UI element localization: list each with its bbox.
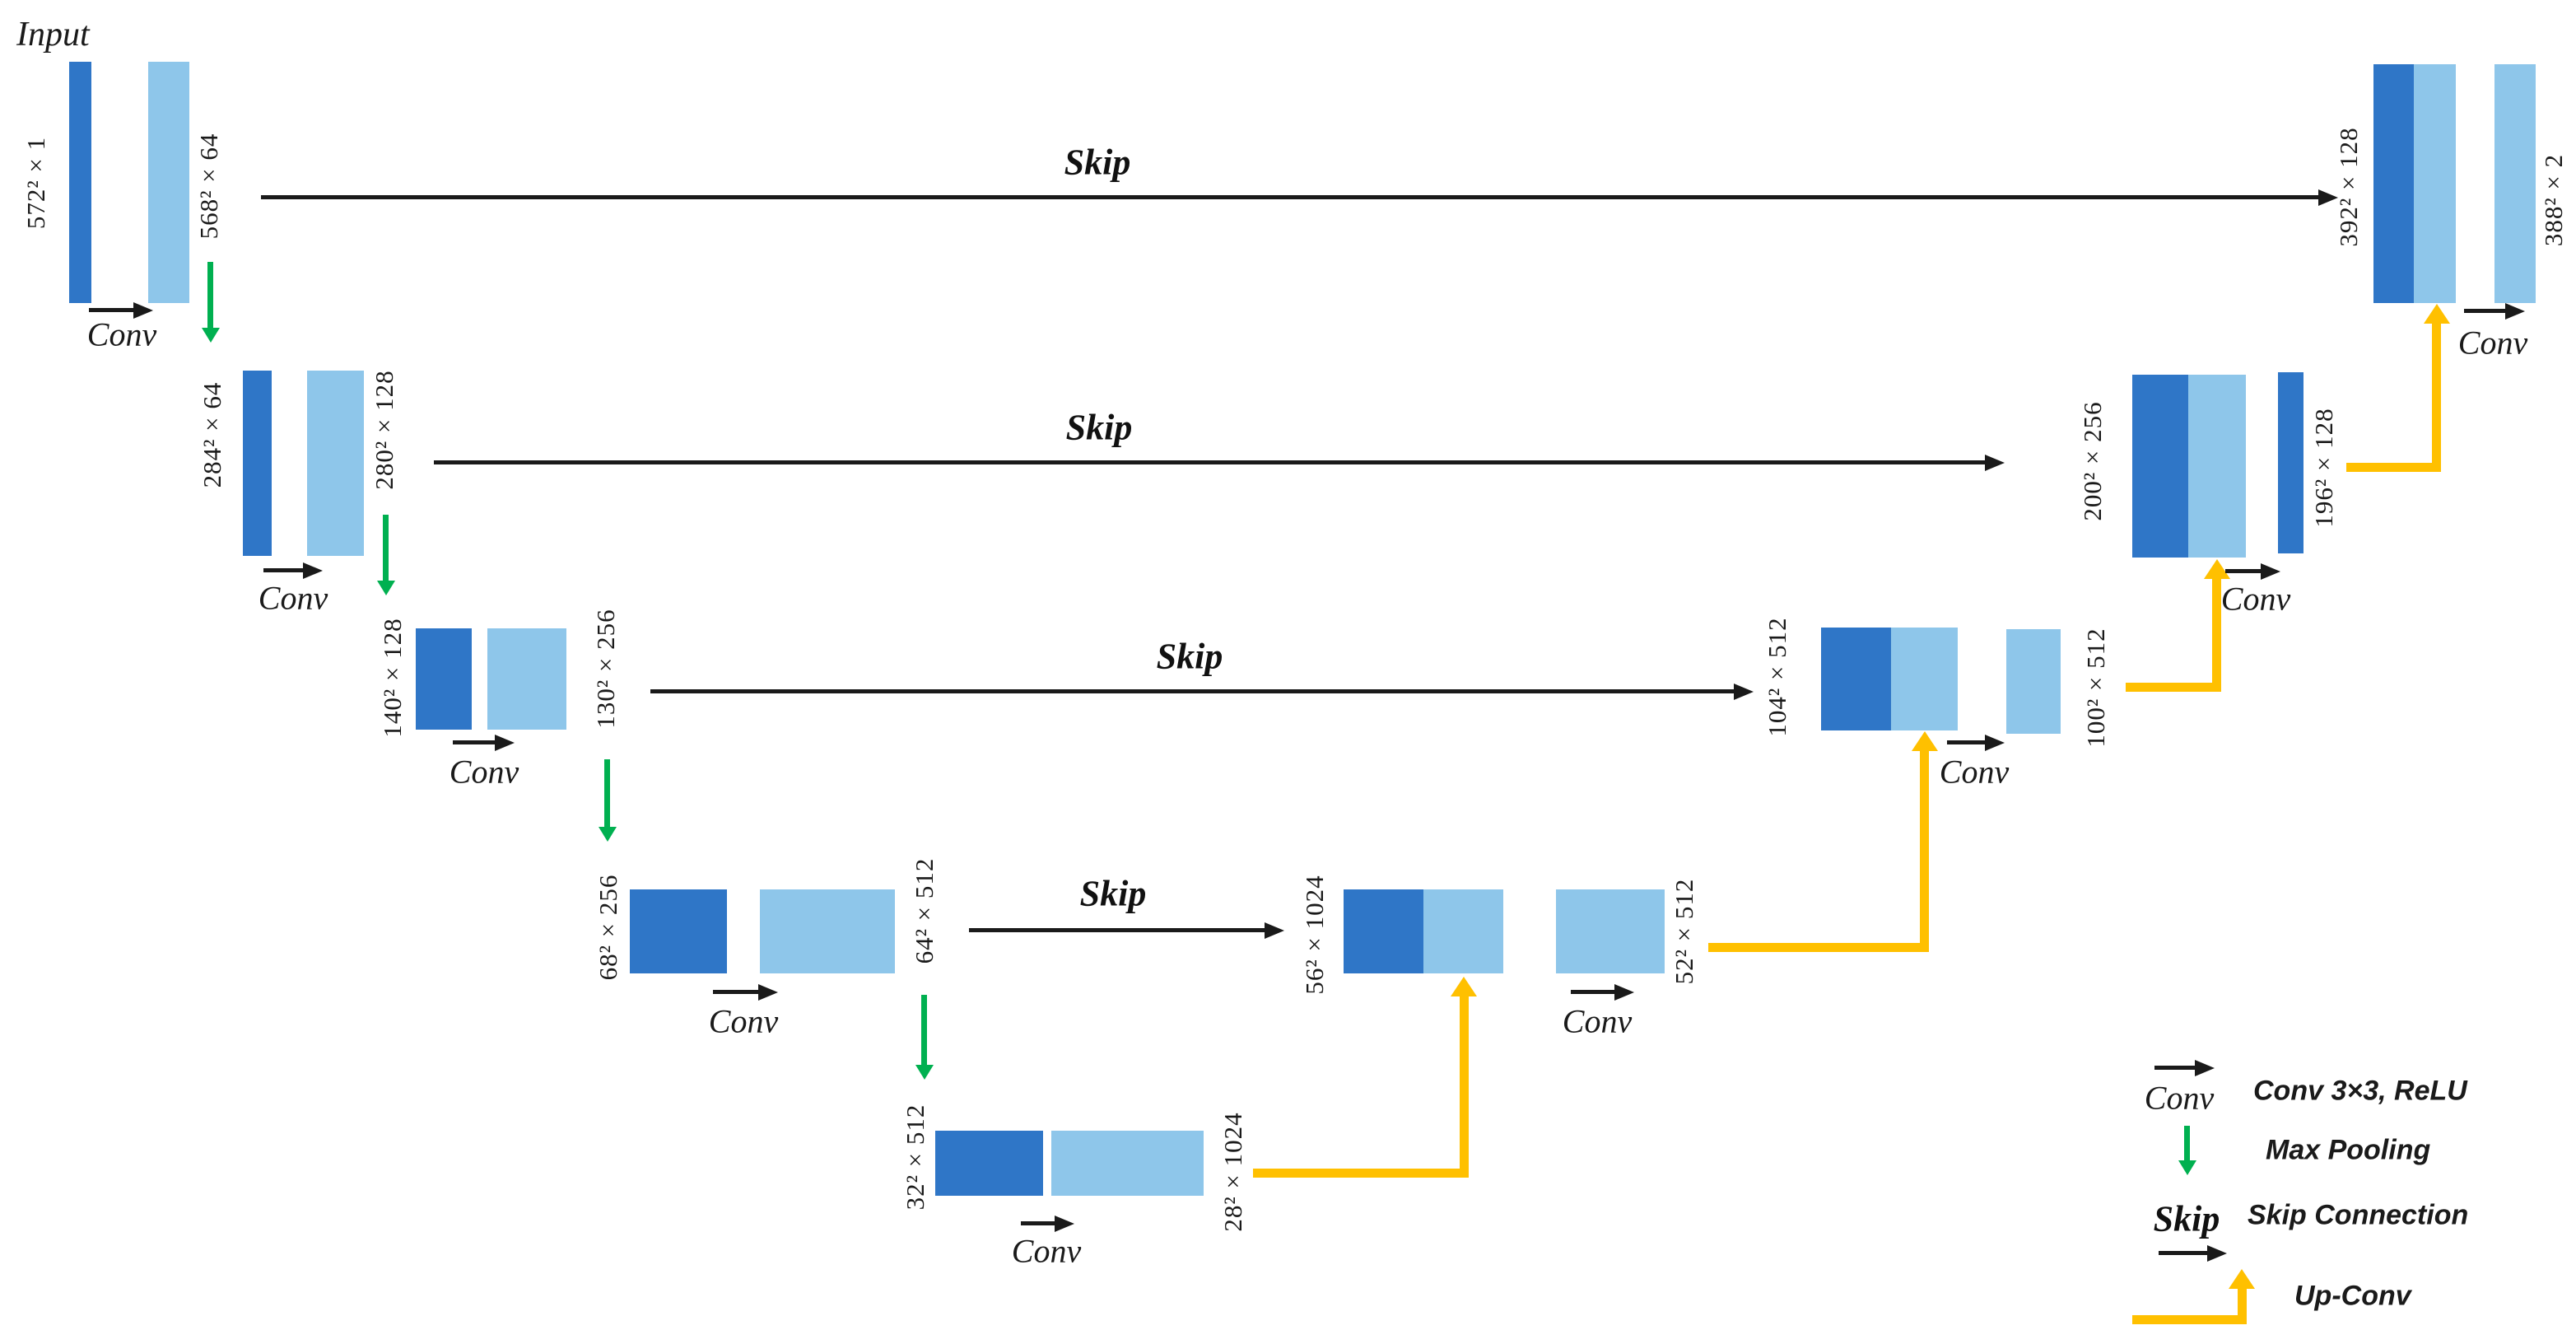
dec1-output-feature-map [2494, 64, 2536, 303]
legend-skip-arrow-icon [2159, 1251, 2207, 1255]
legend-conv-arrow-icon [2154, 1066, 2195, 1070]
enc1-conv-label: Conv [86, 315, 157, 353]
dec2-conv-arrow-icon [2225, 569, 2261, 573]
legend-conv-symbol-label: Conv [2144, 1079, 2215, 1117]
enc1-conv-arrow-icon [89, 308, 133, 312]
upconv2-horizontal-segment [1708, 943, 1929, 952]
enc3-output-feature-map [487, 628, 566, 730]
enc3-input-feature-map [416, 628, 472, 730]
upconv4-horizontal-segment [2346, 463, 2441, 472]
dec1-input-dims-label: 392² × 128 [2334, 127, 2363, 247]
dec3-conv-label: Conv [1939, 753, 2010, 791]
dec2-output-dims-label: 196² × 128 [2309, 408, 2338, 528]
enc2-input-dims-label: 284² × 64 [198, 381, 226, 488]
enc2-conv-arrow-icon [263, 568, 303, 572]
input-title: Input [16, 16, 90, 54]
dec3-output-dims-label: 100² × 512 [2081, 628, 2110, 748]
enc4-output-feature-map [760, 889, 895, 973]
enc2-max-pooling-arrow-icon [383, 515, 389, 581]
dec1-conv-label: Conv [2457, 324, 2528, 362]
dec3-input-dims-label: 104² × 512 [1763, 617, 1791, 737]
upconv3-vertical-segment [2212, 577, 2221, 692]
enc1-max-pooling-arrow-icon [207, 262, 213, 328]
legend-skip-description: Skip Connection [2248, 1199, 2469, 1231]
legend-max-pooling-arrow-icon [2184, 1126, 2190, 1160]
enc4-conv-label: Conv [708, 1002, 779, 1040]
dec4-input-dims-label: 56² × 1024 [1300, 875, 1329, 995]
enc2-conv-label: Conv [258, 579, 328, 617]
dec4-output-feature-map [1556, 889, 1665, 973]
enc3-max-pooling-arrow-icon [604, 759, 610, 827]
enc5-conv-label: Conv [1011, 1232, 1082, 1270]
legend-max-pooling-description: Max Pooling [2266, 1134, 2431, 1166]
skip3-arrow-icon [650, 689, 1734, 693]
enc1-input-feature-map [69, 62, 91, 303]
legend-up-conv-description: Up-Conv [2294, 1280, 2411, 1312]
enc3-conv-arrow-icon [453, 740, 495, 744]
dec4-conv-label: Conv [1562, 1002, 1633, 1040]
dec2-output-feature-map [2278, 372, 2303, 553]
enc4-input-dims-label: 68² × 256 [594, 874, 622, 981]
enc5-input-feature-map [935, 1131, 1043, 1196]
enc3-conv-label: Conv [449, 753, 519, 791]
dec1-concat-skip-feature-map [2373, 64, 2414, 303]
upconv4-arrowhead-icon [2424, 304, 2450, 324]
skip4-label: Skip [1079, 873, 1147, 914]
enc4-input-feature-map [630, 889, 727, 973]
upconv4-vertical-segment [2432, 322, 2441, 472]
enc5-input-dims-label: 32² × 512 [901, 1104, 929, 1211]
dec1-concat-upconv-feature-map [2414, 64, 2456, 303]
enc1-output-dims-label: 568² × 64 [194, 133, 223, 240]
dec3-concat-skip-feature-map [1821, 628, 1891, 730]
legend-up-conv-arrowhead-icon [2229, 1269, 2255, 1289]
dec4-concat-skip-feature-map [1344, 889, 1423, 973]
legend-conv-description: Conv 3×3, ReLU [2253, 1075, 2467, 1107]
enc1-output-feature-map [148, 62, 189, 303]
upconv1-horizontal-segment [1253, 1169, 1469, 1178]
enc4-output-dims-label: 64² × 512 [910, 857, 939, 964]
dec3-conv-arrow-icon [1947, 740, 1985, 744]
dec4-conv-arrow-icon [1571, 990, 1614, 994]
skip3-label: Skip [1156, 636, 1223, 677]
enc4-max-pooling-arrow-icon [921, 995, 927, 1065]
dec2-concat-skip-feature-map [2132, 375, 2188, 558]
upconv2-vertical-segment [1920, 749, 1929, 952]
skip1-arrow-icon [261, 195, 2318, 199]
dec3-output-feature-map [2006, 629, 2061, 734]
upconv2-arrowhead-icon [1912, 731, 1938, 751]
dec2-conv-label: Conv [2220, 580, 2291, 618]
skip4-arrow-icon [969, 928, 1265, 932]
upconv1-vertical-segment [1460, 996, 1469, 1178]
enc4-conv-arrow-icon [713, 990, 758, 994]
dec2-concat-upconv-feature-map [2188, 375, 2246, 558]
dec4-output-dims-label: 52² × 512 [1670, 878, 1698, 985]
skip2-label: Skip [1065, 407, 1133, 448]
enc2-output-feature-map [307, 371, 364, 556]
upconv3-horizontal-segment [2126, 683, 2221, 692]
dec2-input-dims-label: 200² × 256 [2078, 401, 2107, 521]
enc5-output-dims-label: 28² × 1024 [1218, 1112, 1247, 1232]
enc2-output-dims-label: 280² × 128 [370, 370, 398, 490]
legend-up-conv-vertical-segment [2238, 1287, 2247, 1324]
dec4-concat-upconv-feature-map [1423, 889, 1503, 973]
enc2-input-feature-map [243, 371, 272, 556]
enc5-output-feature-map [1051, 1131, 1204, 1196]
upconv1-arrowhead-icon [1451, 977, 1477, 996]
enc3-output-dims-label: 130² × 256 [591, 609, 620, 729]
enc1-input-dims-label: 572² × 1 [21, 136, 50, 230]
legend-skip-symbol-label: Skip [2153, 1198, 2220, 1239]
skip1-label: Skip [1064, 142, 1131, 183]
dec3-concat-upconv-feature-map [1891, 628, 1958, 730]
legend-up-conv-horizontal-segment [2132, 1315, 2247, 1324]
dec1-output-dims-label: 388² × 2 [2539, 153, 2568, 247]
enc3-input-dims-label: 140² × 128 [378, 618, 407, 738]
skip2-arrow-icon [434, 460, 1985, 464]
dec1-conv-arrow-icon [2464, 309, 2505, 313]
enc5-conv-arrow-icon [1021, 1221, 1055, 1225]
